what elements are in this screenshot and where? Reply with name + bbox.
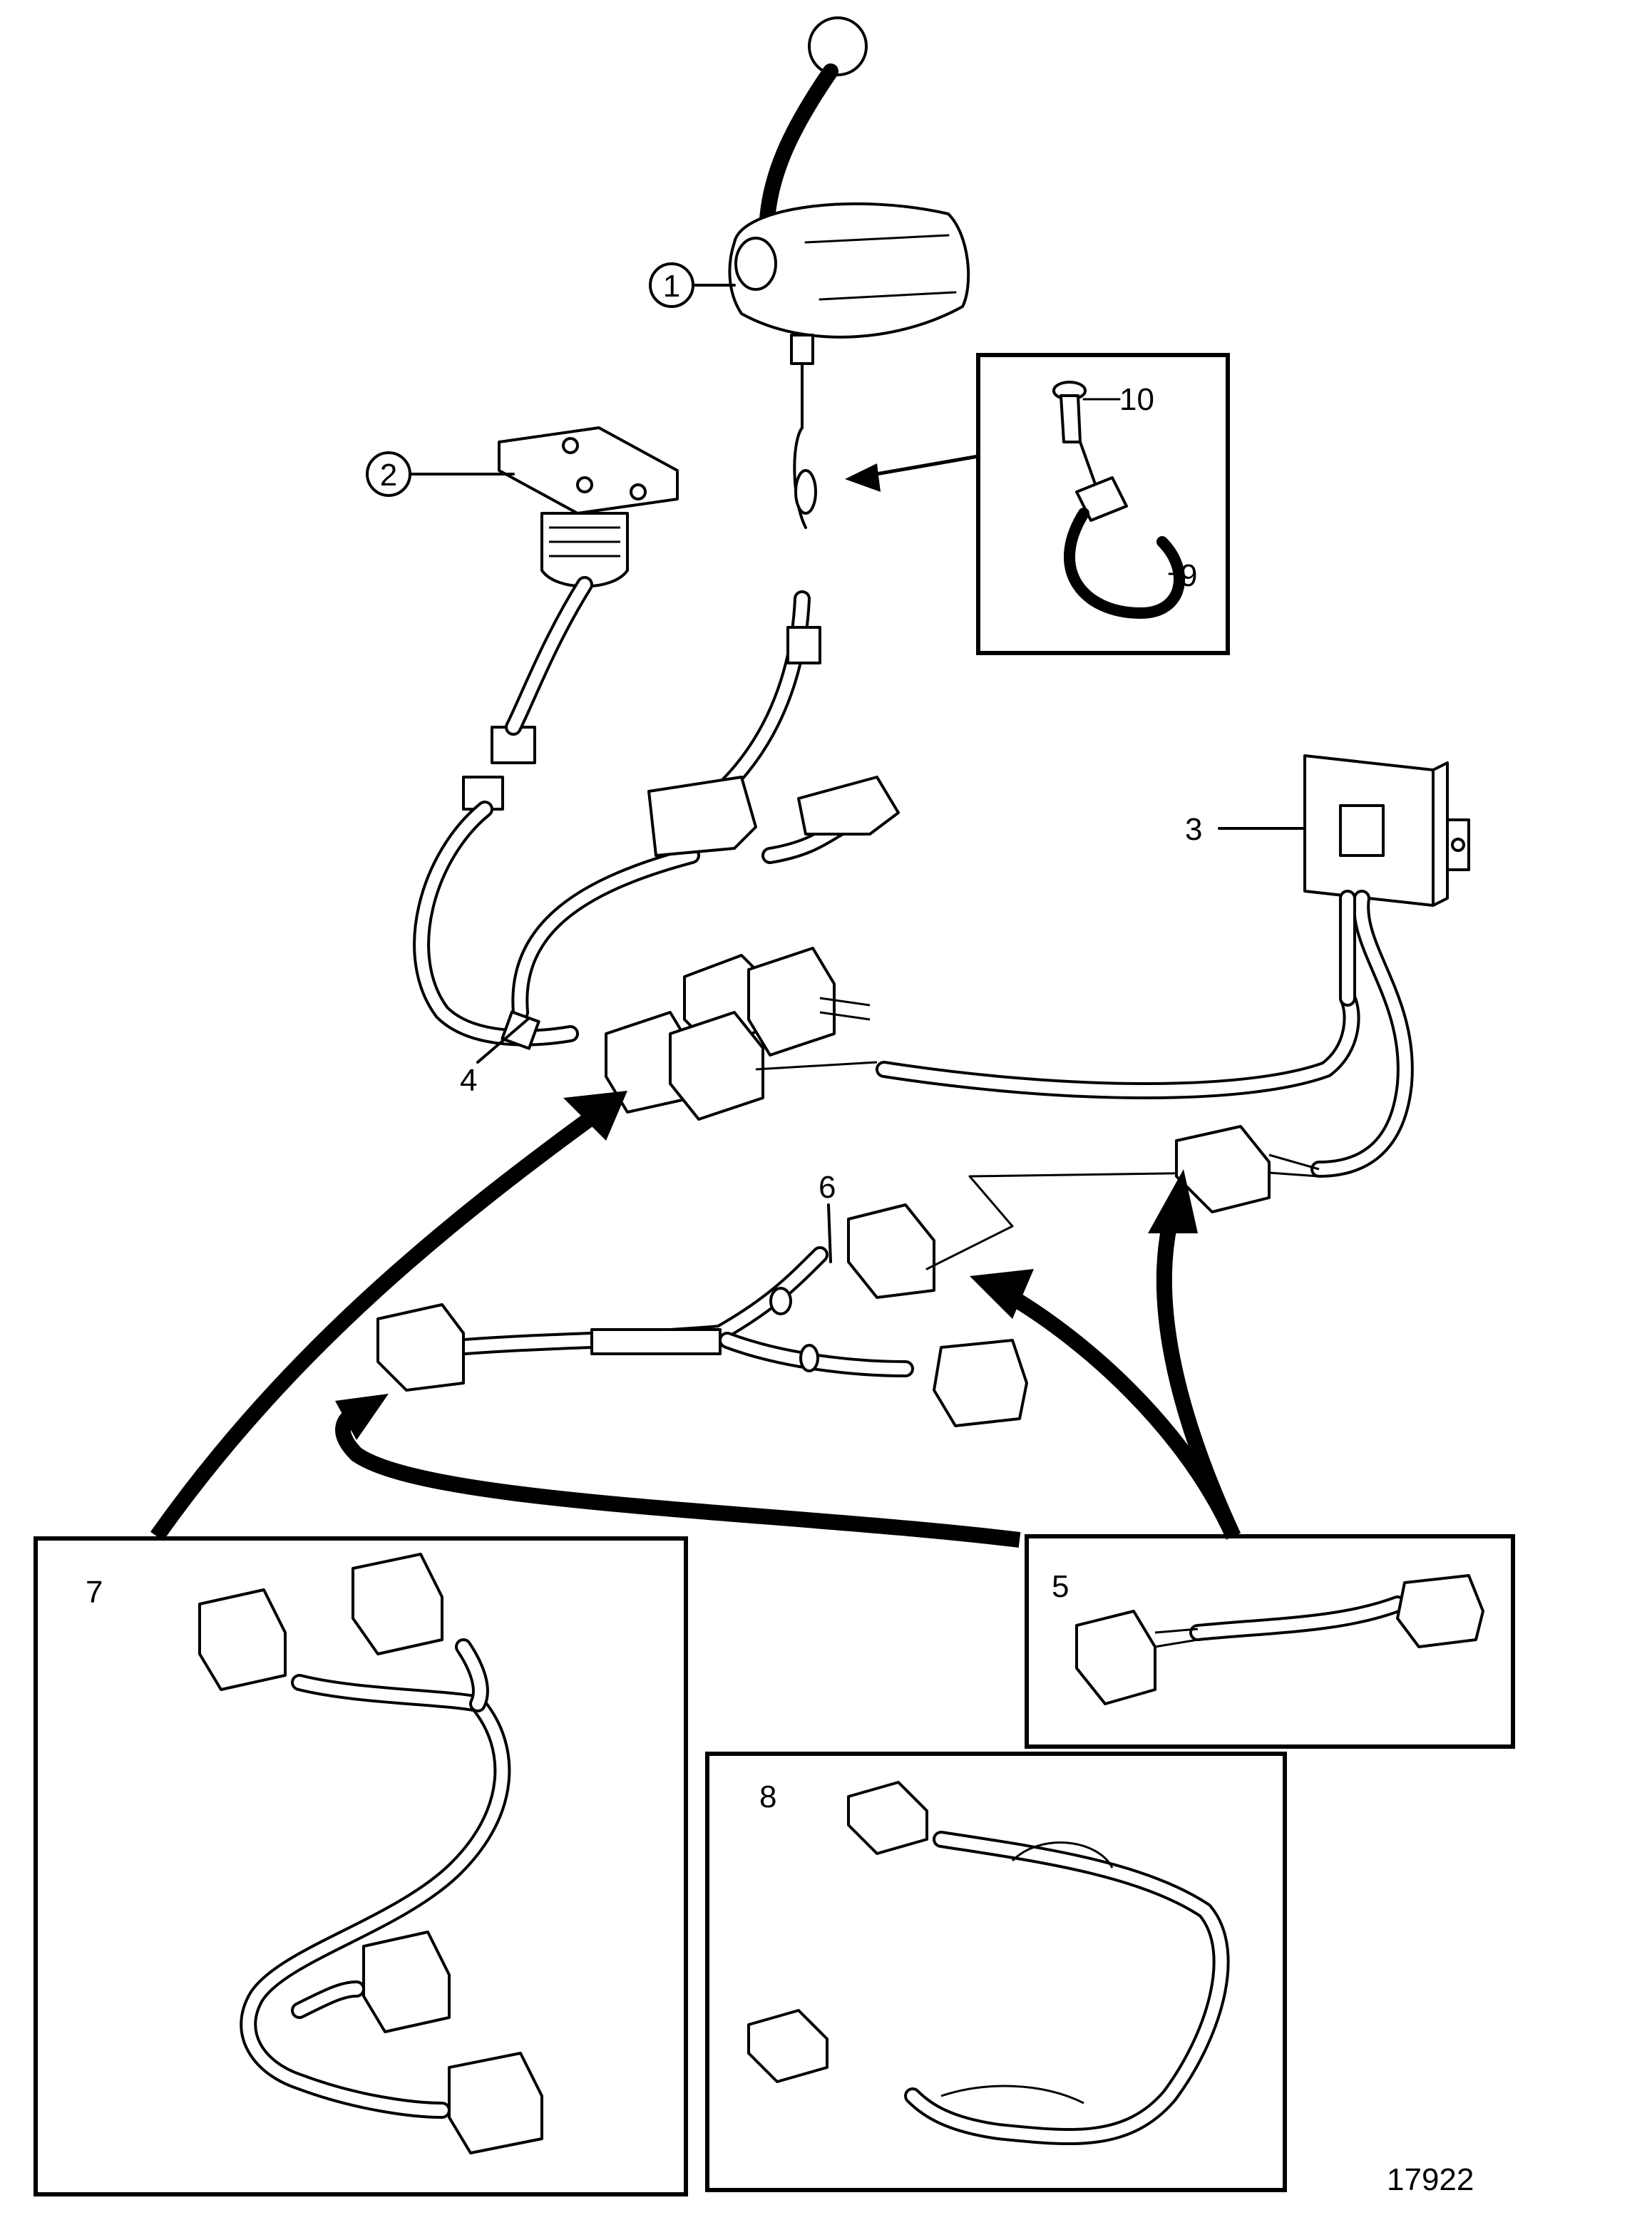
callout-1: 1 — [663, 269, 680, 304]
harness-8-inset-box — [705, 1752, 1287, 2192]
harness-7-inset: 7 — [34, 1536, 688, 2196]
clamp-inset: 10 9 — [976, 353, 1230, 655]
clamp-inset-box — [976, 353, 1230, 655]
callout-2: 2 — [380, 458, 397, 493]
callout-4-marker: 4 — [460, 1018, 529, 1098]
callout-5: 5 — [1052, 1569, 1069, 1604]
callout-6-marker: 6 — [819, 1170, 836, 1263]
callout-3-marker: 3 — [1185, 812, 1306, 847]
main-harness — [413, 426, 1414, 1178]
control-unit — [1303, 754, 1470, 907]
harness-5-inset: 5 — [1025, 1534, 1515, 1749]
harness-8-inset: 8 — [705, 1752, 1287, 2192]
callout-1-marker: 1 — [649, 262, 736, 308]
callout-8: 8 — [759, 1779, 776, 1814]
figure-number: 17922 — [1387, 2162, 1474, 2197]
harness-6 — [376, 1171, 1214, 1427]
callout-9: 9 — [1180, 558, 1197, 593]
callout-6: 6 — [819, 1170, 836, 1205]
control-lever — [728, 16, 970, 429]
harness-7-inset-box — [34, 1536, 688, 2196]
harness-5-inset-box — [1025, 1534, 1515, 1749]
callout-4: 4 — [460, 1063, 477, 1098]
pointer-arrows — [150, 1091, 1241, 1548]
callout-3: 3 — [1185, 812, 1202, 847]
callout-2-marker: 2 — [366, 451, 515, 497]
connector-5-target — [1175, 1125, 1320, 1213]
callout-7: 7 — [86, 1575, 103, 1610]
callout-10: 10 — [1119, 382, 1154, 417]
